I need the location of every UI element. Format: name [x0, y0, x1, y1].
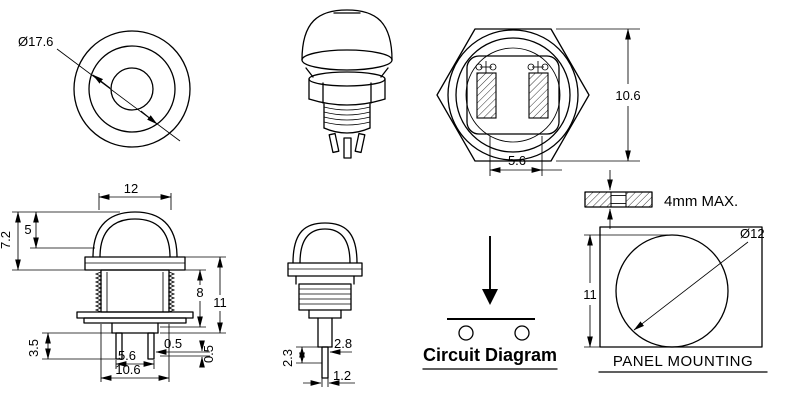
nut-washer-section — [76, 311, 194, 324]
contact-terminal-left — [458, 325, 474, 341]
front-section-view: 12 7.2 5 8 11 0 — [0, 181, 227, 382]
terminal-pins-3d — [328, 132, 366, 159]
thread-length-dimension: 8 — [160, 269, 206, 328]
dim-label-pin-drop: 2.3 — [280, 349, 295, 367]
height-dimension: 10.6 — [556, 28, 641, 162]
terminal-block — [466, 55, 560, 135]
hex-nut-outline — [436, 28, 590, 162]
pin-offset-dimension: 0.5 — [155, 336, 210, 357]
circuit-diagram-title: Circuit Diagram — [423, 345, 557, 365]
perspective-view — [301, 9, 393, 159]
dim-label-terminal-width: 5.6 — [508, 153, 526, 168]
dim-label-pin-length: 3.5 — [26, 339, 41, 357]
hex-nut-3d — [305, 67, 389, 106]
mounting-hole-circle — [615, 234, 729, 348]
thread-circle-outer — [447, 29, 579, 161]
alignment-crosses — [480, 61, 544, 73]
dim-label-cap-width: 12 — [124, 181, 138, 196]
dome-section — [84, 211, 186, 271]
dim-label-nut-height: 10.6 — [615, 88, 640, 103]
dim-label-side-offset: 0.5 — [201, 345, 216, 363]
side-dome — [287, 222, 363, 277]
dome-cap — [301, 9, 393, 71]
panel-hole — [610, 195, 627, 204]
body-diameter-dimension: 10.6 — [100, 324, 170, 382]
panel-thickness-label: 4mm MAX. — [664, 193, 738, 210]
bezel-outer-circle — [73, 30, 191, 148]
dim-label-pin-spacing: 5.6 — [118, 348, 136, 363]
pin-drop-dimension: 2.3 — [280, 346, 322, 367]
dim-label-pin-width: 2.8 — [334, 336, 352, 351]
hole-diameter-leader: Ø12 — [633, 226, 765, 331]
threaded-body-section — [94, 269, 176, 313]
dim-label-body-length: 11 — [213, 295, 227, 310]
diameter-leader — [56, 48, 181, 142]
dim-label-hole-diameter: Ø12 — [740, 226, 765, 241]
dome-height-dimension: 5 — [24, 211, 95, 249]
dim-label-body-diameter: 10.6 — [115, 362, 140, 377]
pin-spacing-dimension: 5.6 — [115, 348, 155, 369]
pin-width-dimension: 2.8 — [329, 336, 352, 355]
pin-length-dimension: 3.5 — [26, 332, 116, 360]
dim-label-pin-offset: 0.5 — [164, 336, 182, 351]
dim-label-pin-thickness: 1.2 — [333, 368, 351, 383]
side-lower-body — [308, 309, 342, 379]
panel-outline — [599, 226, 763, 348]
panel-thickness-view: 4mm MAX. — [584, 170, 738, 229]
top-view: Ø17.6 — [18, 30, 191, 148]
hole-height-dimension: 11 — [583, 234, 668, 348]
dim-label-dome-height: 5 — [24, 222, 31, 237]
dim-label-thread-length: 8 — [196, 285, 203, 300]
lower-body-section — [111, 322, 159, 360]
thread-circle-inner — [455, 37, 571, 153]
actuation-arrow-head — [482, 289, 498, 305]
actuator-circle — [110, 67, 154, 111]
total-height-dimension: 7.2 — [0, 211, 120, 271]
rear-hex-view: 10.6 5.6 — [436, 28, 641, 176]
terminal-width-dimension: 5.6 — [489, 136, 562, 176]
side-offset-dimension: 0.5 — [199, 340, 216, 368]
dim-label-outer-diameter: Ø17.6 — [18, 34, 53, 49]
terminal-slots — [476, 72, 549, 119]
panel-hatch-right — [625, 191, 653, 208]
cap-width-dimension: 12 — [98, 181, 172, 210]
panel-mounting-view: Ø12 11 PANEL MOUNTING — [583, 226, 768, 373]
panel-hatch-left — [584, 191, 612, 208]
contact-terminal-right — [514, 325, 530, 341]
pin-thickness-dimension: 1.2 — [303, 368, 355, 387]
threaded-bushing-3d — [323, 103, 371, 134]
panel-mounting-title: PANEL MOUNTING — [613, 353, 753, 370]
circuit-diagram: Circuit Diagram — [422, 236, 558, 370]
cap-circle — [88, 45, 176, 133]
dim-label-total-height: 7.2 — [0, 231, 13, 249]
side-threaded-body — [295, 275, 355, 311]
side-section-view: 2.8 2.3 1.2 — [280, 222, 363, 387]
dim-label-hole-height: 11 — [583, 287, 597, 302]
body-circle — [465, 47, 561, 143]
body-length-dimension: 11 — [160, 256, 227, 334]
